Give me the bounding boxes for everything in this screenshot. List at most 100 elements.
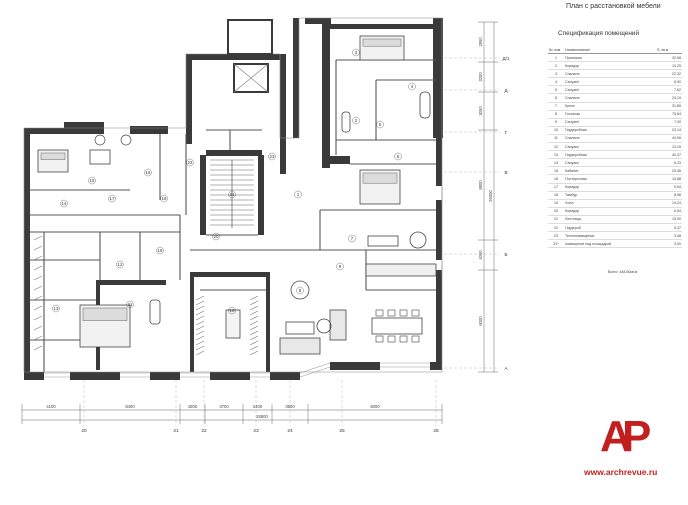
wall	[280, 54, 286, 174]
dining-table	[371, 317, 423, 335]
closet-hatch	[249, 330, 259, 336]
wall	[186, 54, 286, 60]
room-label: 19	[158, 248, 163, 253]
room-label-circle	[394, 152, 402, 161]
cell-area: 3,48	[656, 231, 682, 241]
axis-label: Д	[504, 88, 508, 93]
axis-label: 22	[201, 428, 207, 434]
cell-area: 22,32	[656, 69, 682, 79]
bathtub	[419, 91, 431, 119]
room-label: 12	[118, 262, 123, 267]
room-label-circle	[352, 48, 360, 57]
website-link[interactable]: www.archrevue.ru	[584, 467, 658, 477]
wall	[270, 372, 300, 380]
cell-number: 21*	[548, 239, 564, 249]
table-header-row: № пом Наименование S, кв.м	[548, 46, 682, 54]
cell-area: 29,46	[656, 166, 682, 176]
cell-number: 15	[548, 166, 564, 176]
room-label: 14	[62, 201, 67, 206]
cell-number: 1	[548, 53, 564, 63]
cell-area: 5,37	[656, 223, 682, 233]
total-value: 448,50кв.м	[619, 270, 638, 274]
room-label-circle	[126, 300, 134, 309]
dim-label: 3500	[285, 404, 295, 409]
cell-number: 23	[548, 231, 564, 241]
room-label: 20	[214, 234, 219, 239]
room-label: 22	[188, 160, 193, 165]
room-label-circle	[228, 306, 236, 315]
axis-label: 26	[433, 428, 439, 434]
room-label: 7	[351, 236, 354, 241]
closet-hatch	[33, 315, 43, 321]
wall	[150, 372, 180, 380]
cell-name: Прихожая	[564, 53, 656, 63]
dim-label: 3200	[478, 72, 483, 82]
cell-area: 40,37	[656, 150, 682, 160]
col-header-area: S, кв.м	[656, 46, 682, 54]
closet-hatch	[249, 325, 259, 331]
round-table	[290, 280, 310, 300]
room-label-circle	[296, 286, 304, 295]
chair	[375, 309, 384, 317]
wall	[186, 54, 192, 144]
cell-name: Спальня	[564, 69, 656, 79]
closet-hatch	[249, 315, 259, 321]
cell-name: Коридор	[564, 61, 656, 71]
room-label: 2	[355, 118, 358, 123]
wall	[330, 24, 440, 29]
closet-hatch	[195, 300, 205, 306]
cell-area: 31,89	[656, 102, 682, 111]
closet-hatch	[33, 275, 43, 281]
cell-name: Коридор	[564, 207, 656, 216]
closet-hatch	[33, 255, 43, 261]
room-label: 5	[379, 122, 382, 127]
cell-number: 7	[548, 102, 564, 111]
walls-layer	[23, 17, 443, 380]
cell-area: 14,24	[656, 199, 682, 208]
dim-label: 1800	[188, 404, 198, 409]
wall	[322, 18, 330, 168]
axis-label: 21	[173, 428, 179, 434]
cell-number: 20	[548, 207, 564, 216]
wall	[436, 200, 442, 260]
bed-pillows	[362, 38, 402, 47]
room-label-circle	[108, 194, 116, 203]
cell-name: Гардероб	[564, 223, 656, 233]
cell-area: 6,33	[656, 158, 682, 168]
room-label-circle	[212, 232, 220, 241]
bed-pillows	[40, 152, 66, 160]
wall	[436, 270, 442, 370]
cell-name: Гардеробная	[564, 150, 656, 160]
axis-label: Д/1	[503, 56, 510, 61]
cell-area: 44,06	[656, 134, 682, 144]
cell-area: 6,54	[656, 207, 682, 216]
room-label-circle	[228, 190, 236, 199]
window	[299, 362, 331, 374]
cell-number: 18	[548, 191, 564, 200]
cell-number: 8	[548, 110, 564, 119]
chair	[399, 309, 408, 317]
cell-area: 32,58	[656, 53, 682, 63]
closet-hatch	[195, 345, 205, 351]
wall	[130, 126, 168, 134]
room-label: 18	[162, 196, 167, 201]
dim-label: 8800	[478, 180, 483, 190]
closet-hatch	[249, 295, 259, 301]
elevator-shaft	[227, 19, 273, 55]
wall	[210, 372, 250, 380]
bathtub	[341, 111, 351, 133]
cell-number: 14	[548, 158, 564, 168]
room-label-circle	[52, 304, 60, 313]
cell-name: Кабинет	[564, 166, 656, 176]
axis-label: 25	[339, 428, 345, 434]
room-label-circle	[186, 158, 194, 167]
dim-total-label: 28500	[256, 414, 268, 419]
chair	[387, 335, 396, 343]
cell-name: Санузел	[564, 118, 656, 127]
total-label: Всего:	[608, 270, 619, 274]
cell-name: Постирочная	[564, 174, 656, 184]
